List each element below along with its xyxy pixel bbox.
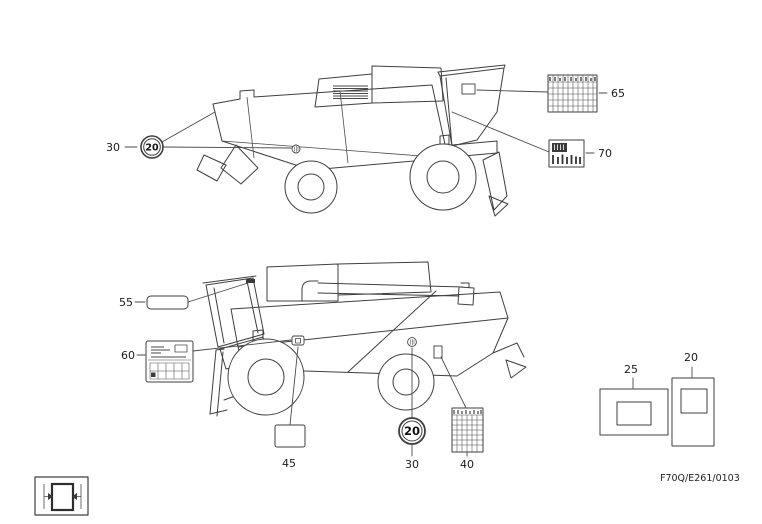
rear-hood-panel bbox=[437, 64, 506, 147]
straw-chute bbox=[482, 151, 509, 217]
callout-30-20-top: 30 20 bbox=[106, 111, 292, 159]
legend-side-lines bbox=[43, 484, 82, 509]
header-lift-arms bbox=[209, 348, 253, 417]
decal-40-grid bbox=[452, 414, 483, 452]
rear-wheel-outer bbox=[409, 143, 477, 211]
legend-outer-frame bbox=[34, 476, 89, 516]
callout-65-label[interactable]: 65 bbox=[611, 87, 625, 100]
speed-decal-marker-bottom bbox=[407, 337, 417, 347]
engine-hood bbox=[314, 65, 444, 108]
callout-25: 25 bbox=[599, 363, 669, 436]
rear-wheel-outer-bottom bbox=[377, 353, 435, 411]
callout-70-label[interactable]: 70 bbox=[598, 147, 612, 160]
front-spout bbox=[196, 144, 259, 185]
decal-60-text-lines bbox=[151, 346, 186, 358]
sign-outer-ring bbox=[398, 417, 426, 445]
speed-decal-marker-top bbox=[291, 144, 301, 154]
legend-decal-rect bbox=[50, 482, 75, 512]
decal-65-header-marks bbox=[549, 77, 596, 81]
callout-40-label[interactable]: 40 bbox=[460, 458, 474, 471]
framed-decal-20-outer bbox=[671, 377, 715, 447]
callout-30-20-bottom: 20 30 bbox=[398, 347, 426, 471]
fuse-chart-decal-70 bbox=[548, 139, 585, 168]
decal-width-placement-icon bbox=[34, 476, 89, 516]
leader-lines bbox=[124, 111, 292, 149]
leader-line-70 bbox=[451, 111, 595, 154]
marker-circle bbox=[407, 337, 417, 347]
front-wheel-hub bbox=[297, 173, 325, 201]
callout-55-label[interactable]: 55 bbox=[119, 296, 133, 309]
leader-line-65 bbox=[476, 89, 608, 94]
grille-louvers bbox=[333, 85, 368, 100]
decal-70-header-ticks bbox=[554, 144, 564, 150]
callout-20-side: 20 bbox=[671, 351, 715, 447]
leader-line-55 bbox=[134, 282, 249, 303]
callout-70: 70 bbox=[451, 111, 612, 168]
leader-line-40 bbox=[440, 356, 468, 457]
marker-ticks bbox=[410, 339, 415, 345]
leader-line-60 bbox=[136, 339, 292, 356]
framed-decal-25-outer bbox=[599, 388, 669, 436]
callout-60-label[interactable]: 60 bbox=[121, 349, 135, 362]
strip-decal-55 bbox=[146, 295, 189, 310]
combine-bottom-view bbox=[202, 261, 527, 417]
cab-outline bbox=[202, 275, 265, 348]
decal-70-bars bbox=[552, 154, 581, 164]
marker-inner bbox=[295, 338, 301, 344]
front-wheel-outer-bottom bbox=[227, 338, 305, 416]
decal-marker-rear-hood bbox=[461, 83, 476, 95]
rear-wheel-hub bbox=[426, 160, 460, 194]
blank-decal-45 bbox=[274, 424, 306, 448]
callout-30-bottom-label[interactable]: 30 bbox=[405, 458, 419, 471]
marker-ticks bbox=[294, 146, 299, 152]
decal-40-header-marks bbox=[453, 410, 482, 414]
plate-marker-60-target bbox=[291, 335, 305, 346]
maintenance-chart-decal-65 bbox=[547, 74, 598, 113]
rear-wheel-hub-bottom bbox=[392, 368, 420, 396]
front-wheel-hub-bottom bbox=[247, 358, 285, 396]
decal-60-mark bbox=[151, 372, 156, 377]
speed-sign-20-bottom[interactable]: 20 bbox=[398, 417, 426, 445]
sign-outer-ring bbox=[140, 135, 164, 159]
speed-sign-20-top[interactable]: 20 bbox=[140, 135, 164, 159]
sign-inner-ring bbox=[143, 138, 161, 156]
callout-60: 60 bbox=[121, 339, 292, 383]
framed-decal-20-inner bbox=[680, 388, 708, 414]
combine-top-view bbox=[196, 64, 509, 217]
callout-25-label[interactable]: 25 bbox=[624, 363, 638, 376]
callout-40: 40 bbox=[440, 356, 484, 471]
callout-55: 55 bbox=[119, 282, 249, 310]
callout-45: 45 bbox=[274, 346, 306, 470]
identification-plate-decal-60 bbox=[145, 340, 194, 383]
sign-inner-ring bbox=[401, 420, 423, 442]
front-wheel-outer bbox=[284, 160, 338, 214]
marker-circle bbox=[291, 144, 301, 154]
rear-spreader bbox=[492, 342, 527, 379]
callout-20-side-label[interactable]: 20 bbox=[684, 351, 698, 364]
sign-value: 20 bbox=[145, 143, 159, 154]
decal-65-grid bbox=[548, 75, 597, 112]
figure-code: F70Q/E261/0103 bbox=[660, 473, 740, 484]
sign-value: 20 bbox=[404, 424, 420, 438]
callout-65: 65 bbox=[476, 74, 625, 113]
callout-30-top-label[interactable]: 30 bbox=[106, 141, 120, 154]
schedule-grid-decal-40 bbox=[451, 407, 484, 453]
callout-45-label[interactable]: 45 bbox=[282, 457, 296, 470]
framed-decal-25-inner bbox=[616, 401, 652, 426]
label-marker-40-target bbox=[433, 345, 443, 359]
decal-70-header-block bbox=[552, 143, 567, 152]
graintank-covers-and-auger bbox=[266, 261, 475, 306]
cab-roof-marker bbox=[246, 279, 255, 283]
decal-60-logo-box bbox=[174, 344, 188, 353]
decal-60-table bbox=[148, 359, 191, 380]
marker-frame bbox=[291, 335, 305, 346]
leader-line-45 bbox=[289, 346, 299, 426]
